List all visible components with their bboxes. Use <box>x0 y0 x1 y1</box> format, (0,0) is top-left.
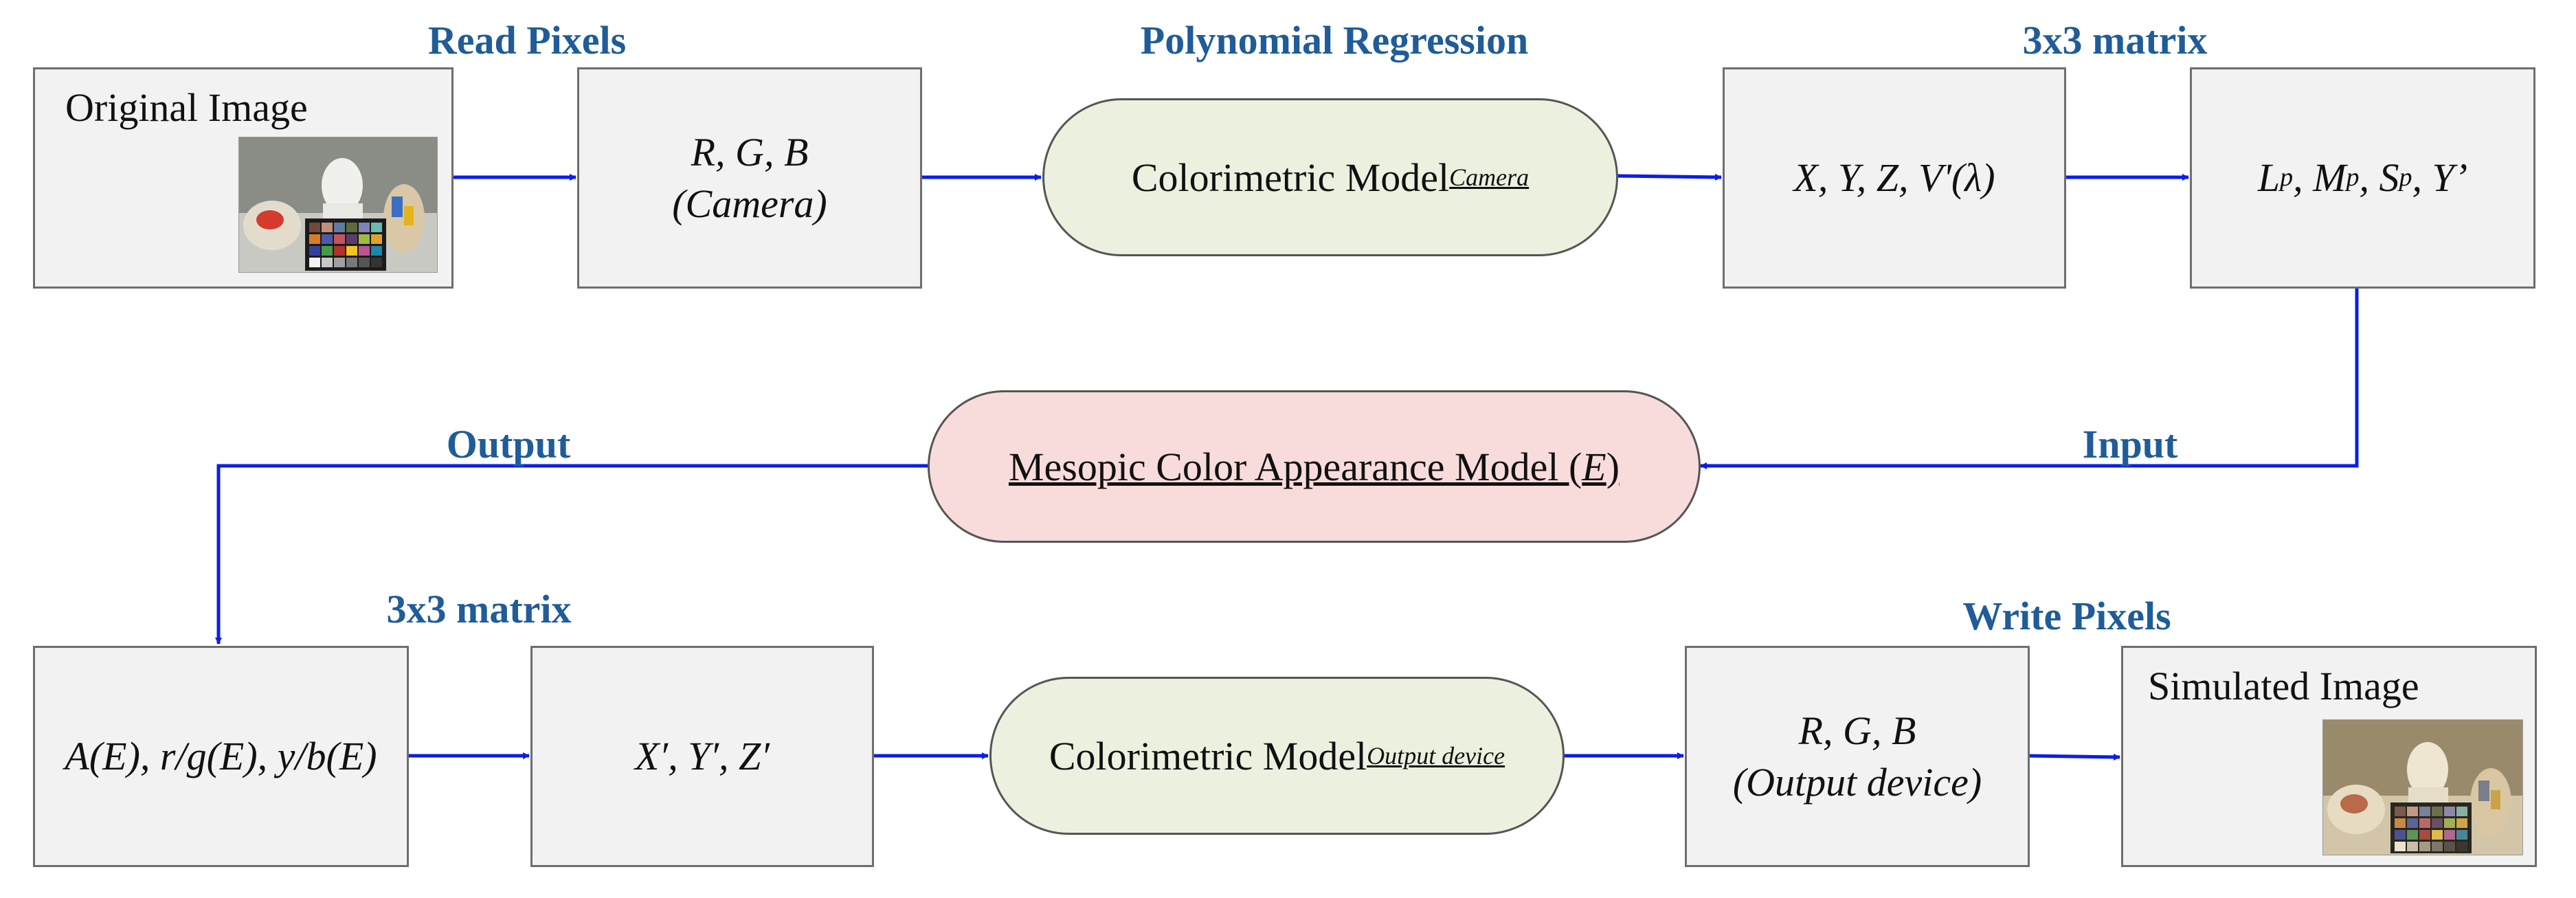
rgb-camera-line2: (Camera) <box>672 181 827 226</box>
label-3x3-matrix-top: 3x3 matrix <box>2022 18 2208 63</box>
original-photo-image <box>239 137 437 272</box>
rgb-camera-line1: R, G, B <box>691 129 809 175</box>
node-xyz-prime: X′, Y′, Z′ <box>530 646 874 867</box>
node-rgb-camera: R, G, B (Camera) <box>577 67 922 289</box>
colorimetric-camera-subscript: Camera <box>1449 164 1530 191</box>
simulated-image-title: Simulated Image <box>2148 664 2419 708</box>
lms-M: M <box>2313 155 2347 201</box>
rgb-output-line1: R, G, B <box>1798 708 1916 753</box>
original-photo-thumbnail <box>238 137 438 273</box>
node-original-image: Original Image <box>33 67 453 289</box>
colorimetric-output-text: Colorimetric Model <box>1049 733 1367 778</box>
colorimetric-camera-text: Colorimetric Model <box>1131 155 1450 200</box>
lms-Y: Y’ <box>2432 155 2468 201</box>
label-polynomial-regression: Polynomial Regression <box>1140 18 1529 63</box>
lms-S: S <box>2379 155 2399 201</box>
mesopic-var: E <box>1582 444 1606 489</box>
node-xyz-vlambda: X, Y, Z, V'(λ) <box>1723 67 2066 289</box>
label-output: Output <box>446 422 571 467</box>
lms-M-sub: p <box>2346 163 2360 192</box>
mesopic-text: Mesopic Color Appearance Model ( <box>1008 444 1582 489</box>
rgb-output-line2: (Output device) <box>1732 760 1982 805</box>
simulated-photo-thumbnail <box>2322 719 2523 855</box>
arrow-rgb-output-to-simulated <box>2028 753 2120 761</box>
label-write-pixels: Write Pixels <box>1962 594 2171 638</box>
node-appearance-attributes: A(E), r/g(E), y/b(E) <box>33 646 409 867</box>
label-input: Input <box>2082 422 2178 467</box>
arrow-mesopic-to-appearance <box>215 464 928 644</box>
colorimetric-output-subscript: Output device <box>1367 742 1505 770</box>
arrow-lms-to-mesopic <box>1700 289 2359 469</box>
label-read-pixels: Read Pixels <box>427 18 627 63</box>
original-image-title: Original Image <box>65 85 308 130</box>
lms-L-sub: p <box>2280 163 2294 192</box>
arrow-colorimetric-to-xyz <box>1615 173 1722 181</box>
node-mesopic-color-appearance-model: Mesopic Color Appearance Model (E) <box>928 390 1701 543</box>
simulated-photo-image <box>2323 720 2522 855</box>
mesopic-close: ) <box>1606 444 1620 489</box>
lms-L: L <box>2257 155 2281 201</box>
lms-S-sub: p <box>2399 163 2412 192</box>
label-3x3-matrix-bottom: 3x3 matrix <box>386 587 572 631</box>
node-simulated-image: Simulated Image <box>2121 646 2537 867</box>
node-rgb-output-device: R, G, B (Output device) <box>1685 646 2030 867</box>
